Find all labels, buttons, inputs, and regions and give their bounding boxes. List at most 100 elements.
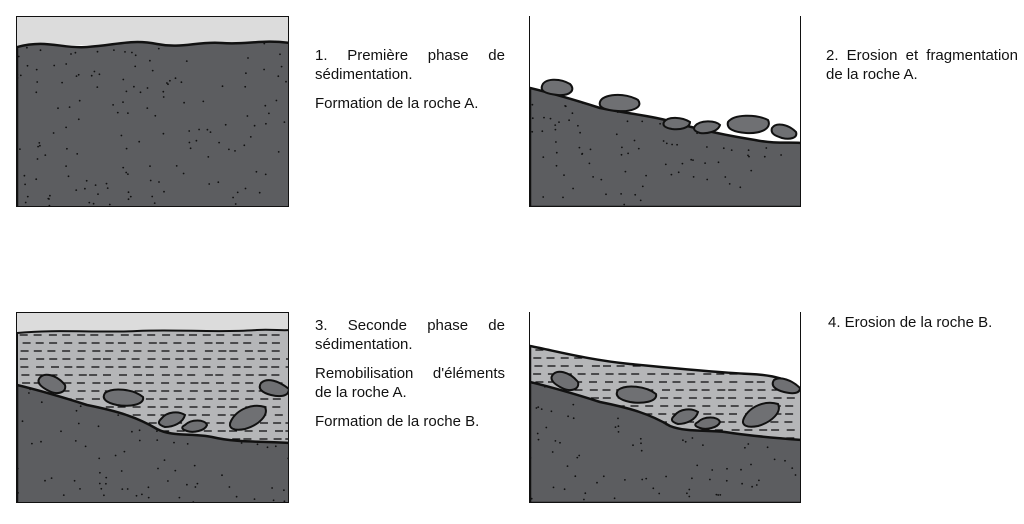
texture-dot: [645, 477, 648, 480]
texture-dot: [193, 464, 196, 467]
fragment: [229, 404, 267, 431]
texture-dot: [75, 189, 78, 192]
texture-dot: [555, 164, 558, 167]
texture-dot: [711, 469, 714, 471]
texture-dot: [90, 74, 93, 77]
texture-dot: [552, 486, 555, 489]
caption-step-2: 2. Erosion et fragmentation de la roche …: [826, 46, 1018, 94]
texture-dot: [283, 489, 285, 492]
texture-dot: [263, 68, 265, 71]
texture-dot: [36, 158, 39, 160]
texture-dot: [688, 495, 691, 498]
texture-dot: [578, 454, 581, 457]
texture-dot: [163, 190, 165, 193]
texture-dot: [39, 49, 42, 52]
texture-dot: [173, 441, 175, 444]
texture-dot: [543, 116, 545, 119]
texture-dot: [188, 141, 191, 144]
fragment: [550, 370, 580, 391]
texture-dot: [246, 115, 249, 117]
texture-dot: [253, 498, 256, 500]
texture-dot: [147, 486, 150, 489]
texture-dot: [196, 482, 199, 485]
texture-dot: [50, 477, 53, 479]
texture-dot: [572, 417, 575, 420]
texture-dot: [747, 443, 750, 445]
texture-dot: [613, 497, 616, 500]
texture-dot: [256, 443, 259, 446]
texture-dot: [623, 203, 626, 206]
texture-dot: [581, 102, 584, 104]
texture-dot: [559, 441, 561, 444]
texture-dot: [255, 170, 258, 173]
texture-dot: [96, 50, 99, 53]
texture-dot: [564, 105, 566, 107]
texture-dot: [100, 487, 103, 490]
texture-dot: [77, 118, 80, 121]
texture-dot: [149, 165, 151, 168]
texture-dot: [621, 146, 623, 149]
texture-dot: [166, 82, 168, 84]
texture-dot: [576, 456, 579, 459]
panel-3-second-sedimentation: [16, 312, 289, 503]
texture-dot: [740, 468, 742, 471]
texture-dot: [794, 474, 797, 476]
caption-line: 1. Première phase de sédimentation.: [315, 47, 505, 83]
texture-dot: [741, 482, 743, 485]
texture-dot: [578, 146, 581, 149]
texture-dot: [602, 475, 605, 478]
texture-dot: [658, 492, 661, 495]
texture-dot: [244, 85, 247, 88]
rock-a-texture: [17, 42, 287, 206]
texture-dot: [755, 484, 758, 486]
texture-dot: [127, 173, 129, 176]
texture-dot: [558, 121, 560, 123]
texture-dot: [702, 444, 704, 446]
texture-dot: [550, 410, 553, 413]
texture-dot: [620, 153, 623, 156]
caption-line: Formation de la roche A.: [315, 95, 479, 112]
texture-dot: [641, 478, 644, 481]
texture-dot: [154, 114, 157, 117]
caption-line: 4. Erosion de la roche B.: [828, 314, 993, 331]
texture-dot: [540, 408, 543, 410]
texture-dot: [588, 162, 591, 165]
texture-dot: [596, 481, 598, 484]
fragment: [670, 408, 700, 426]
texture-dot: [563, 488, 566, 491]
texture-dot: [264, 173, 267, 176]
texture-dot: [641, 120, 644, 123]
texture-dot: [98, 482, 101, 485]
texture-dot: [157, 47, 160, 50]
texture-dot: [17, 55, 20, 58]
texture-dot: [571, 112, 574, 115]
texture-dot: [147, 496, 150, 499]
texture-dot: [79, 488, 81, 490]
texture-dot: [206, 128, 209, 131]
texture-dot: [17, 467, 19, 470]
texture-dot: [228, 148, 230, 151]
texture-dot: [117, 414, 120, 416]
texture-dot: [584, 492, 587, 495]
texture-dot: [61, 81, 63, 84]
texture-dot: [156, 430, 158, 432]
texture-dot: [750, 463, 752, 466]
texture-dot: [766, 446, 769, 449]
fragment: [37, 373, 67, 394]
texture-dot: [105, 182, 108, 185]
texture-dot: [531, 103, 534, 106]
texture-dot: [283, 121, 286, 123]
texture-dot: [192, 501, 195, 502]
texture-dot: [106, 187, 109, 190]
texture-dot: [35, 91, 38, 94]
texture-dot: [37, 145, 39, 148]
texture-dot: [78, 99, 81, 102]
texture-dot: [747, 149, 750, 152]
texture-dot: [84, 445, 87, 448]
texture-dot: [531, 117, 534, 120]
texture-dot: [96, 86, 99, 88]
texture-dot: [74, 51, 77, 54]
texture-dot: [725, 479, 728, 482]
texture-dot: [617, 425, 620, 428]
texture-dot: [747, 154, 749, 157]
